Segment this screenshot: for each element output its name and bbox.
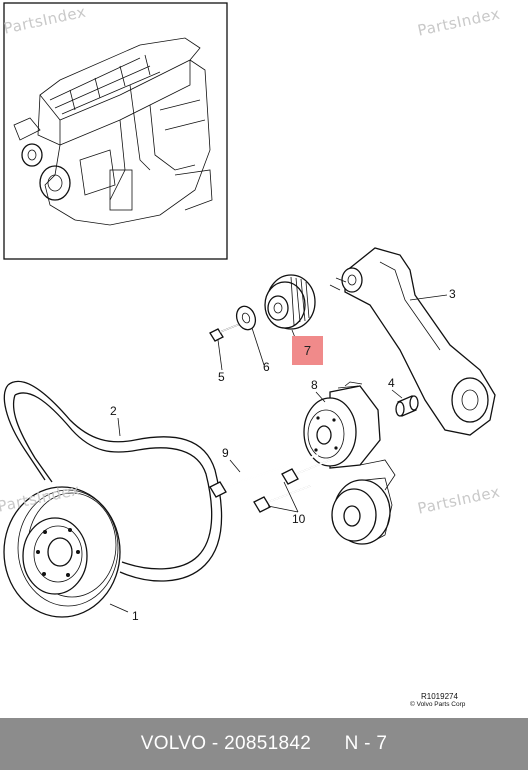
callout-1: 1 bbox=[132, 609, 139, 623]
callout-8: 8 bbox=[311, 378, 318, 392]
spacer-sleeve bbox=[395, 395, 419, 417]
leader-lines bbox=[109, 294, 448, 613]
callout-3: 3 bbox=[449, 287, 456, 301]
reference-code: R1019274 bbox=[421, 692, 458, 701]
callout-10: 10 bbox=[292, 512, 306, 526]
footer-brand: VOLVO bbox=[140, 733, 207, 754]
copyright-text: © Volvo Parts Corp bbox=[410, 701, 466, 708]
drive-belt bbox=[3, 380, 223, 582]
tensioner-bracket bbox=[329, 247, 496, 436]
part-footer-bar: VOLVO - 20851842 N - 7 bbox=[0, 718, 528, 770]
callout-4: 4 bbox=[388, 376, 395, 390]
bolts-pair bbox=[253, 459, 331, 513]
callout-9: 9 bbox=[222, 446, 229, 460]
footer-separator: - bbox=[211, 733, 219, 754]
bolt-small bbox=[209, 323, 241, 342]
callout-5: 5 bbox=[218, 370, 225, 384]
washer bbox=[235, 305, 257, 331]
callout-2: 2 bbox=[110, 404, 117, 418]
lower-idler-pulley bbox=[331, 477, 393, 545]
crankshaft-pulley bbox=[3, 486, 121, 618]
footer-part-number: 20851842 bbox=[224, 733, 312, 754]
engine-overview-inset bbox=[3, 2, 228, 260]
belt-tensioner bbox=[303, 381, 396, 491]
long-bolt bbox=[209, 454, 319, 498]
exploded-parts-diagram: 7 1 2 3 4 5 6 8 9 10 bbox=[3, 2, 496, 623]
footer-position: N - 7 bbox=[344, 733, 388, 754]
callout-6: 6 bbox=[263, 360, 270, 374]
idler-pulley-highlighted bbox=[264, 274, 316, 330]
highlight-box bbox=[292, 336, 323, 365]
callout-7: 7 bbox=[304, 343, 311, 358]
